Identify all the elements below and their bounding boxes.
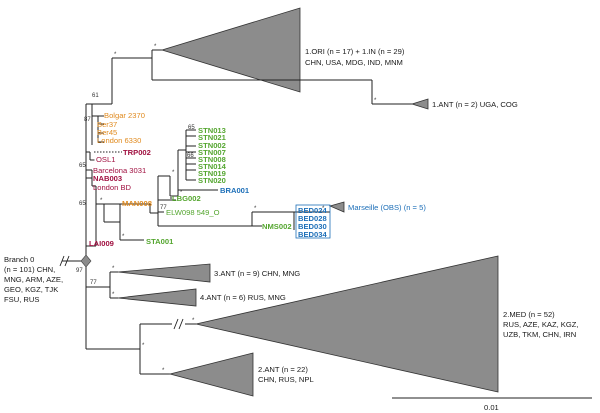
support-61: 61 <box>92 93 99 99</box>
taxon-stn014: STN014 <box>198 162 227 171</box>
clade-ant3-label: 3.ANT (n = 9) CHN, MNG <box>214 269 300 278</box>
taxon-stn020: STN020 <box>198 176 226 185</box>
support-77-ant: 77 <box>90 280 97 286</box>
taxon-trp002: TRP002 <box>123 148 151 157</box>
branch1-clade <box>85 104 345 247</box>
support-97: 97 <box>76 268 83 274</box>
taxon-stn002: STN002 <box>198 141 226 150</box>
branch0-label-1: Branch 0 <box>4 255 34 264</box>
support-65-upper: 65 <box>79 163 86 169</box>
taxon-stn019: STN019 <box>198 169 226 178</box>
support-star: * <box>114 52 117 58</box>
taxon-bed030: BED030 <box>298 222 327 231</box>
scale-bar-label: 0.01 <box>484 403 499 412</box>
support-star: * <box>142 343 145 349</box>
taxon-elw098: ELW098 549_O <box>166 208 220 217</box>
clade-ant4-label: 4.ANT (n = 6) RUS, MNG <box>200 293 286 302</box>
clade-marseille-label: Marseille (OBS) (n = 5) <box>348 203 426 212</box>
clade-ant4-triangle <box>117 288 197 307</box>
clade-ant3-triangle <box>117 263 211 283</box>
branch0-label-2: (n = 101) CHN, <box>4 265 55 274</box>
taxon-nab003: NAB003 <box>93 174 122 183</box>
clade-marseille-triangle <box>328 201 345 213</box>
support-77-elw: 77 <box>160 205 167 211</box>
clade-ant1-label: 1.ANT (n = 2) UGA, COG <box>432 100 518 109</box>
clade-med2-label-1: 2.MED (n = 52) <box>503 310 555 319</box>
taxon-london6330: London 6330 <box>97 136 141 145</box>
support-65-mid: 65 <box>79 201 86 207</box>
top-clade <box>86 7 429 110</box>
support-87: 87 <box>84 117 91 123</box>
taxon-lai009: LAI009 <box>89 239 114 248</box>
taxon-bed024: BED024 <box>298 206 327 215</box>
support-66: 66 <box>187 153 194 159</box>
clade-ant2-label-2: CHN, RUS, NPL <box>258 375 314 384</box>
taxon-stn013: STN013 <box>198 126 226 135</box>
clade-ant1-triangle <box>410 98 429 110</box>
branch0-label-4: GEO, KGZ, TJK <box>4 285 58 294</box>
taxon-stn008: STN008 <box>198 155 226 164</box>
taxon-man008: MAN008 <box>122 199 152 208</box>
clade-ori-in-triangle <box>160 7 301 93</box>
taxon-osl1: OSL1 <box>96 155 115 164</box>
support-star: * <box>154 44 157 50</box>
clade-med2-triangle <box>195 255 499 393</box>
taxon-sta001: STA001 <box>146 237 174 246</box>
taxon-london-bd: London BD <box>93 183 132 192</box>
branch0-label-3: MNG, ARM, AZE, <box>4 275 63 284</box>
branch0-label-5: FSU, RUS <box>4 295 39 304</box>
support-star: * <box>162 368 165 374</box>
support-star: * <box>112 266 115 272</box>
bed-group-box <box>295 204 331 239</box>
clade-med2-label-3: UZB, TKM, CHN, IRN <box>503 330 576 339</box>
clade-ant2-label-1: 2.ANT (n = 22) <box>258 365 308 374</box>
taxon-bolgar: Bolgar 2370 <box>104 111 145 120</box>
branch0-node <box>80 254 92 268</box>
support-star: * <box>112 292 115 298</box>
support-star: * <box>322 206 325 212</box>
support-star: * <box>180 190 183 196</box>
support-65-stn: 65 <box>188 125 195 131</box>
taxon-barcelona: Barcelona 3031 <box>93 166 146 175</box>
taxon-bed034: BED034 <box>298 230 327 239</box>
support-star: * <box>122 234 125 240</box>
taxon-ber45: Ber45 <box>97 128 117 137</box>
support-star: * <box>192 318 195 324</box>
support-star: * <box>172 170 175 176</box>
clade-med2-label-2: RUS, AZE, KAZ, KGZ, <box>503 320 579 329</box>
taxon-ber37: Ber37 <box>97 120 117 129</box>
clade-ant2-triangle <box>168 352 254 397</box>
support-star: * <box>100 198 103 204</box>
support-star: * <box>254 206 257 212</box>
taxon-bra001: BRA001 <box>220 186 250 195</box>
clade-ori-in-label-1: 1.ORI (n = 17) + 1.IN (n = 29) <box>305 47 405 56</box>
taxon-stn007: STN007 <box>198 148 226 157</box>
taxon-nms002: NMS002 <box>262 222 292 231</box>
taxon-lbg002: LBG002 <box>172 194 201 203</box>
clade-ori-in-label-2: CHN, USA, MDG, IND, MNM <box>305 58 403 67</box>
taxon-stn021: STN021 <box>198 133 227 142</box>
support-star: * <box>374 98 377 104</box>
taxon-bed028: BED028 <box>298 214 327 223</box>
